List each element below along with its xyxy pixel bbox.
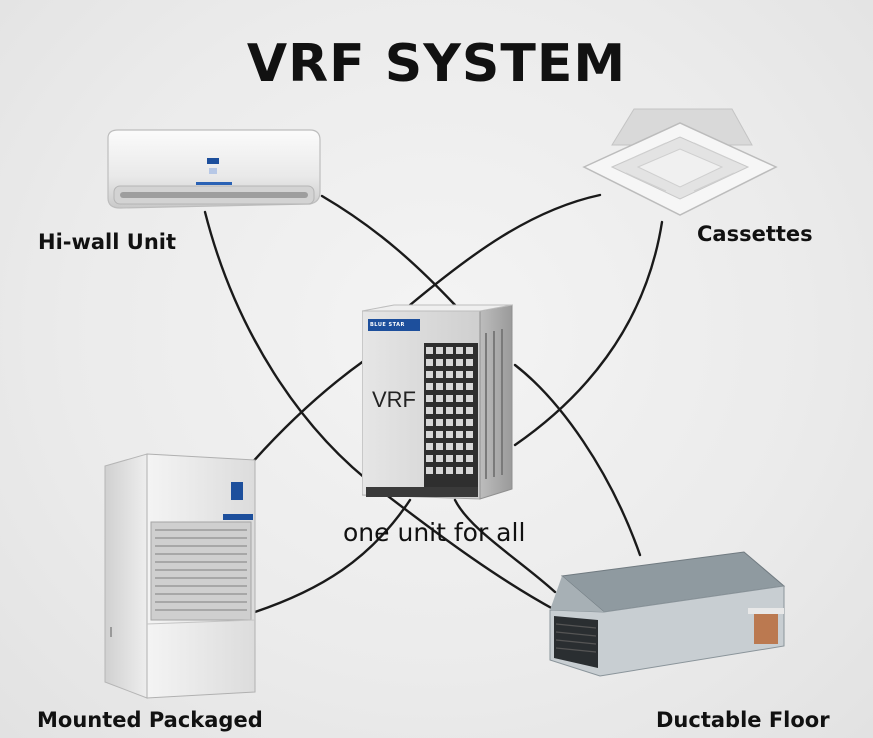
connection-ductable-center [453, 498, 557, 594]
connection-hiwall-center [320, 194, 457, 307]
vrf-unit-badge: BLUE STAR [370, 322, 405, 328]
connection-packaged-center-low [253, 498, 412, 614]
connection-center-ductable-right [513, 363, 642, 557]
cassette-label: Cassettes [697, 222, 813, 246]
hiwall-label: Hi-wall Unit [38, 230, 177, 254]
connection-cassette-packaged [513, 220, 664, 447]
packaged-label: Mounted Packaged [37, 708, 263, 732]
diagram-title: VRF SYSTEM [246, 34, 627, 94]
cassette-image [582, 105, 778, 223]
ductable-label: Ductable Floor [656, 708, 830, 732]
packaged-unit-image [103, 452, 258, 700]
connection-packaged-center [248, 358, 367, 467]
hiwall-unit-image [104, 128, 324, 214]
connection-cassette-center [408, 193, 602, 307]
center-caption: one unit for all [343, 518, 526, 547]
vrf-outdoor-unit: BLUE STAR VRF [362, 303, 515, 503]
vrf-unit-text: VRF [372, 387, 416, 412]
ductable-unit-image [548, 550, 788, 690]
